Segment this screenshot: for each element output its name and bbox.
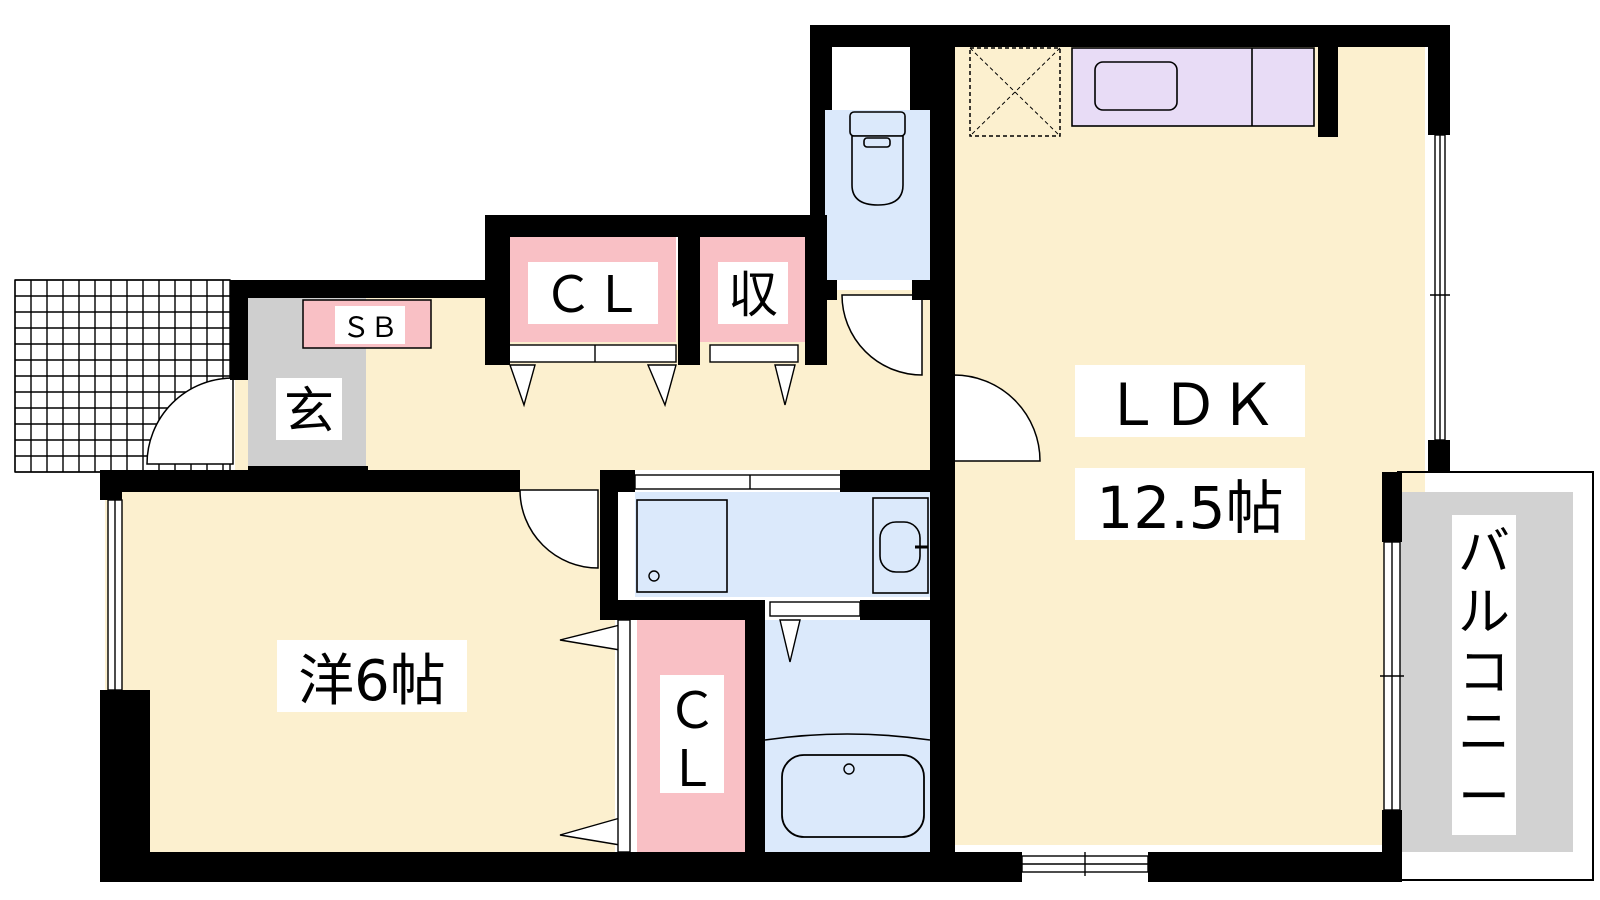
balcony-label: バ ル コ ニ ー bbox=[1458, 523, 1510, 828]
closet-lower-label-c: Ｃ bbox=[667, 682, 717, 740]
entrance-label: 玄 bbox=[284, 382, 334, 440]
closet-lower-label-l: Ｌ bbox=[667, 740, 717, 798]
fridge-space bbox=[969, 47, 1061, 137]
closet-upper-label: ＣＬ bbox=[543, 266, 643, 324]
toilet-icon bbox=[849, 111, 906, 206]
ldk-label: ＬＤＫ bbox=[1103, 371, 1277, 439]
storage-label: 収 bbox=[728, 266, 778, 324]
bathtub-icon bbox=[764, 733, 931, 838]
walls bbox=[100, 25, 1450, 882]
balcony-char: コ bbox=[1458, 643, 1510, 703]
washing-machine-space bbox=[636, 499, 728, 593]
western-room-label: 洋6帖 bbox=[298, 649, 446, 714]
western-room-door bbox=[519, 489, 599, 569]
balcony-char: ル bbox=[1458, 583, 1510, 643]
toilet-door bbox=[841, 294, 923, 376]
balcony-char: ニ bbox=[1458, 703, 1510, 763]
balcony-char: バ bbox=[1458, 523, 1510, 583]
kitchen-sink bbox=[1094, 61, 1178, 111]
ldk-size-label: 12.5帖 bbox=[1096, 474, 1283, 542]
shoe-box-label: ＳＢ bbox=[342, 311, 398, 344]
entrance-door bbox=[146, 377, 234, 465]
ldk-door bbox=[953, 374, 1041, 462]
washbasin-icon bbox=[872, 497, 929, 594]
porch-tile-grid bbox=[14, 279, 231, 473]
balcony-char: ー bbox=[1458, 768, 1510, 828]
